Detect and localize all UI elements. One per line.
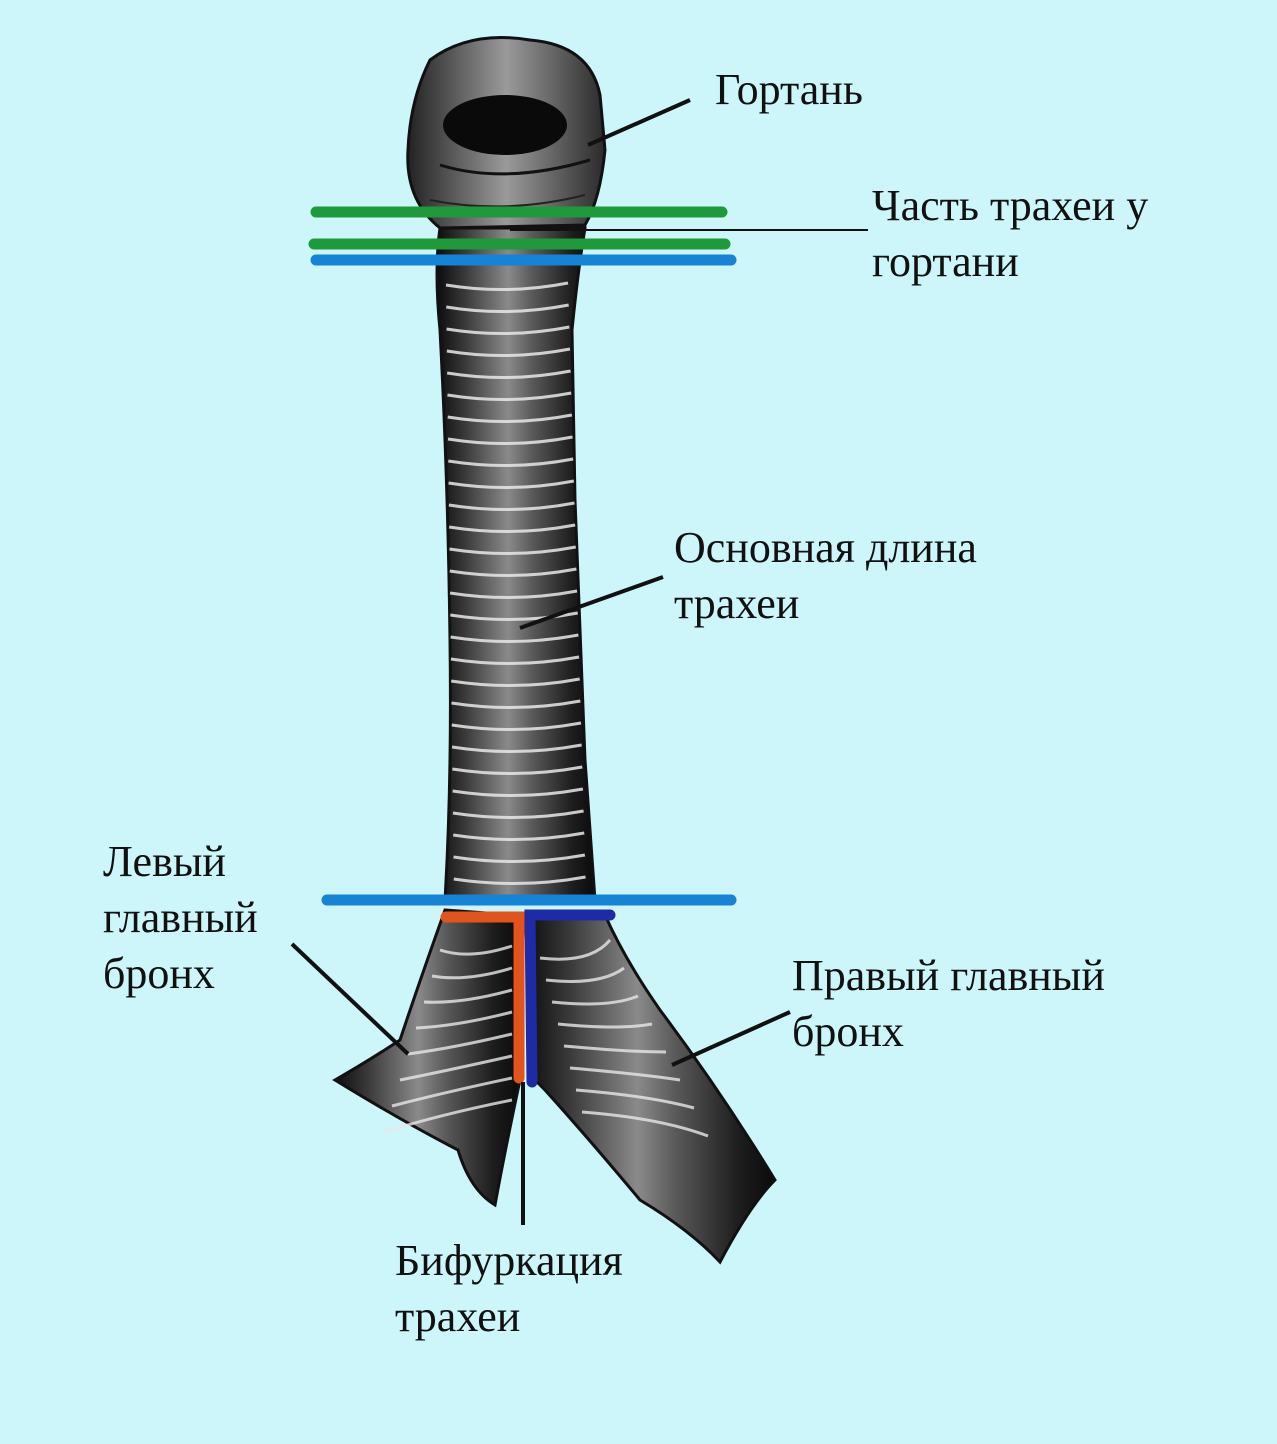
left-bronchus-ring — [399, 1054, 513, 1082]
right-bronchus-ring — [539, 939, 612, 961]
trachea-ring — [448, 501, 575, 512]
trachea-ring — [448, 457, 574, 468]
trachea-ring — [447, 391, 572, 402]
trachea-ring — [452, 809, 584, 820]
left-bronchus-ring — [423, 988, 513, 1004]
label-left-bronchus: Левый главный бронх — [103, 837, 258, 998]
trachea-ring — [448, 479, 575, 490]
label-larynx: Гортань — [715, 65, 863, 114]
right-bronchus-ring — [575, 1088, 695, 1110]
trachea-ring — [453, 853, 586, 864]
trachea-ring — [449, 545, 577, 556]
right-bronchus-shape — [523, 913, 777, 1265]
label-bifurcation: Бифуркация трахеи — [395, 1236, 623, 1341]
leader-right-bronchus — [671, 1010, 791, 1067]
trachea-ring — [450, 611, 579, 622]
trachea-drawing — [435, 226, 597, 902]
trachea-ring — [446, 347, 571, 358]
trachea-ring — [447, 435, 573, 446]
leader-larynx — [587, 98, 691, 147]
trachea-ring — [451, 743, 582, 754]
trachea-rings — [445, 281, 586, 886]
trachea-ring — [452, 765, 583, 776]
orange-marker — [440, 911, 525, 1084]
right-bronchus-ring — [569, 1066, 681, 1082]
right-bronchus-ring — [557, 1022, 653, 1029]
trachea-ring — [452, 831, 585, 842]
bronchi-rings — [383, 939, 709, 1138]
label-right-bronchus: Правый главный бронх — [792, 951, 1105, 1056]
right-bronchus-ring — [563, 1044, 667, 1054]
left-bronchus-ring — [407, 1032, 513, 1056]
left-bronchus-shape — [332, 908, 522, 1208]
trachea-tube — [435, 226, 597, 902]
larynx-drawing — [406, 36, 607, 230]
bronchi-drawing — [332, 908, 777, 1265]
trachea-ring — [450, 633, 579, 644]
trachea-ring — [451, 699, 581, 710]
trachea-ring — [450, 677, 580, 688]
trachea-ring — [450, 655, 580, 666]
trachea-ring — [447, 413, 573, 424]
trachea-ring — [449, 589, 578, 600]
trachea-ring — [446, 303, 569, 314]
trachea-ring — [453, 875, 586, 886]
trachea-ring — [446, 325, 570, 336]
right-bronchus-ring — [581, 1110, 709, 1138]
label-upper-trachea: Часть трахеи у гортани — [872, 181, 1149, 286]
right-bronchus-ring — [551, 994, 639, 1006]
left-bronchus-ring — [415, 1010, 513, 1030]
right-bronchus-ring — [545, 966, 625, 983]
larynx-opening — [443, 95, 567, 155]
left-bronchus-ring — [439, 944, 513, 956]
left-bronchus-ring — [383, 1098, 513, 1134]
left-bronchus-ring — [431, 966, 513, 980]
left-bronchus-ring — [391, 1076, 513, 1108]
navy-marker — [524, 909, 616, 1088]
trachea-ring — [449, 567, 577, 578]
markers — [308, 206, 737, 1088]
trachea-ring — [452, 787, 584, 798]
trachea-ring — [451, 721, 582, 732]
trachea-ring — [448, 523, 576, 534]
trachea-ring — [445, 281, 569, 292]
leader-left-bronchus — [290, 942, 410, 1056]
label-main-trachea: Основная длина трахеи — [674, 523, 977, 628]
leader-main-trachea — [519, 575, 664, 630]
trachea-ring — [446, 369, 571, 380]
leader-lines — [290, 98, 868, 1225]
